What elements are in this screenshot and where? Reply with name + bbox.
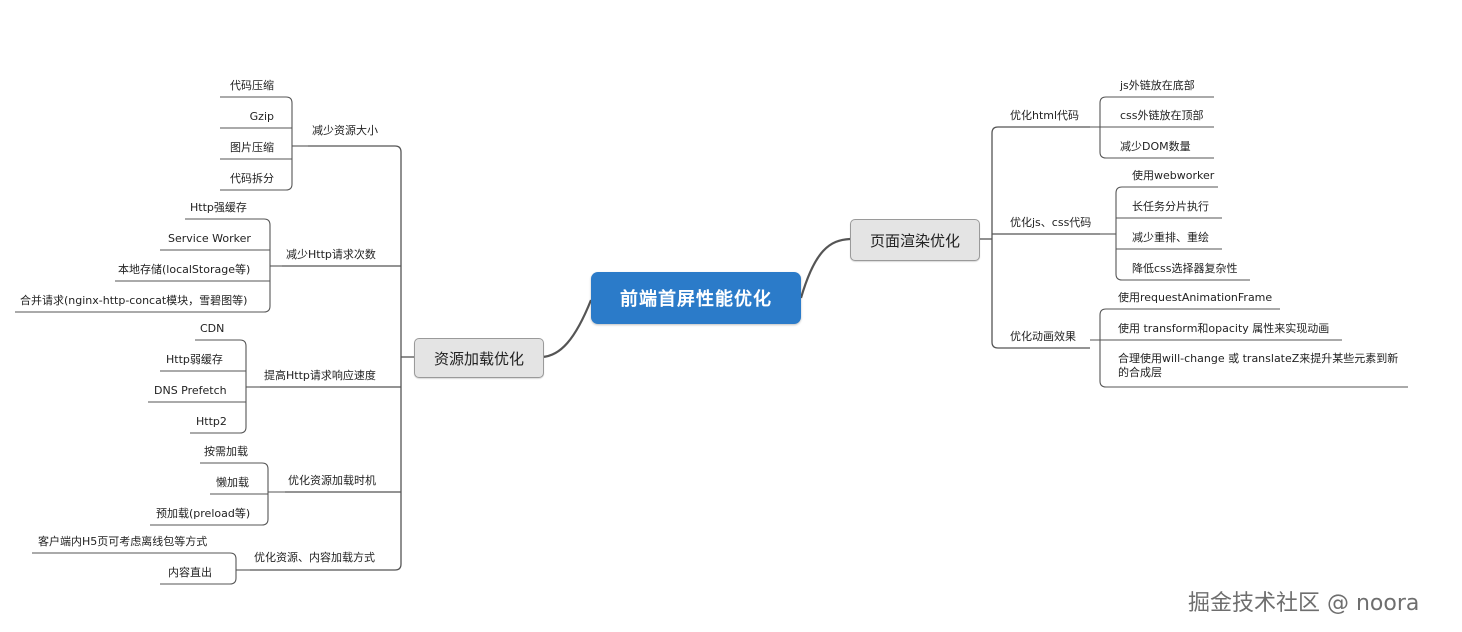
leaf-image-compress[interactable]: 图片压缩 — [230, 141, 274, 154]
connector-center-right — [799, 237, 851, 299]
leaf-offline-package[interactable]: 客户端内H5页可考虑离线包等方式 — [38, 535, 208, 548]
group-optimize-animation[interactable]: 优化动画效果 — [1010, 330, 1076, 343]
leaf-preload[interactable]: 预加载(preload等) — [156, 507, 251, 520]
group-reduce-size[interactable]: 减少资源大小 — [312, 124, 378, 137]
leaf-reduce-dom[interactable]: 减少DOM数量 — [1120, 140, 1191, 153]
central-topic[interactable]: 前端首屏性能优化 — [591, 272, 801, 324]
group-response-speed[interactable]: 提高Http请求响应速度 — [264, 369, 376, 382]
connector-g1-bracket — [220, 96, 293, 191]
leaf-service-worker[interactable]: Service Worker — [168, 232, 251, 245]
leaf-css-top[interactable]: css外链放在顶部 — [1120, 109, 1204, 122]
leaf-transform-opacity[interactable]: 使用 transform和opacity 属性来实现动画 — [1118, 322, 1330, 335]
leaf-will-change[interactable]: 合理使用will-change 或 translateZ来提升某些元素到新的合成… — [1118, 352, 1399, 379]
leaf-http2[interactable]: Http2 — [196, 415, 227, 428]
leaf-code-compress[interactable]: 代码压缩 — [230, 79, 274, 92]
leaf-local-storage[interactable]: 本地存储(localStorage等) — [118, 263, 251, 276]
leaf-http-strong-cache[interactable]: Http强缓存 — [190, 201, 247, 214]
leaf-dns-prefetch[interactable]: DNS Prefetch — [154, 384, 227, 397]
leaf-css-selector[interactable]: 降低css选择器复杂性 — [1132, 262, 1238, 275]
leaf-on-demand[interactable]: 按需加载 — [204, 445, 248, 458]
group-load-method[interactable]: 优化资源、内容加载方式 — [254, 551, 375, 564]
leaf-code-split[interactable]: 代码拆分 — [230, 172, 274, 185]
leaf-js-bottom[interactable]: js外链放在底部 — [1120, 79, 1195, 92]
group-reduce-requests[interactable]: 减少Http请求次数 — [286, 248, 376, 261]
leaf-cdn[interactable]: CDN — [200, 322, 225, 335]
leaf-gzip[interactable]: Gzip — [249, 110, 274, 123]
leaf-reduce-reflow[interactable]: 减少重排、重绘 — [1132, 231, 1209, 244]
connector-g5-bracket — [32, 552, 237, 585]
group-optimize-js-css[interactable]: 优化js、css代码 — [1010, 216, 1092, 229]
watermark: 掘金技术社区 @ noora — [1188, 591, 1420, 616]
branch-resource-loading[interactable]: 资源加载优化 — [414, 338, 544, 378]
leaf-webworker[interactable]: 使用webworker — [1132, 169, 1215, 182]
connector-left-trunk — [250, 145, 402, 571]
group-load-timing[interactable]: 优化资源加载时机 — [288, 474, 376, 487]
leaf-lazy-load[interactable]: 懒加载 — [216, 476, 249, 489]
leaf-merge-requests[interactable]: 合并请求(nginx-http-concat模块，雪碧图等) — [20, 294, 248, 307]
connector-center-left — [541, 299, 593, 359]
group-optimize-html[interactable]: 优化html代码 — [1010, 109, 1080, 122]
connector-r3-bracket — [1099, 308, 1408, 388]
leaf-http-weak-cache[interactable]: Http弱缓存 — [166, 353, 223, 366]
leaf-task-slicing[interactable]: 长任务分片执行 — [1132, 200, 1209, 213]
leaf-direct-output[interactable]: 内容直出 — [168, 566, 212, 579]
leaf-raf[interactable]: 使用requestAnimationFrame — [1118, 291, 1273, 304]
branch-page-rendering[interactable]: 页面渲染优化 — [850, 219, 980, 261]
connector-right-trunk — [991, 126, 1090, 349]
